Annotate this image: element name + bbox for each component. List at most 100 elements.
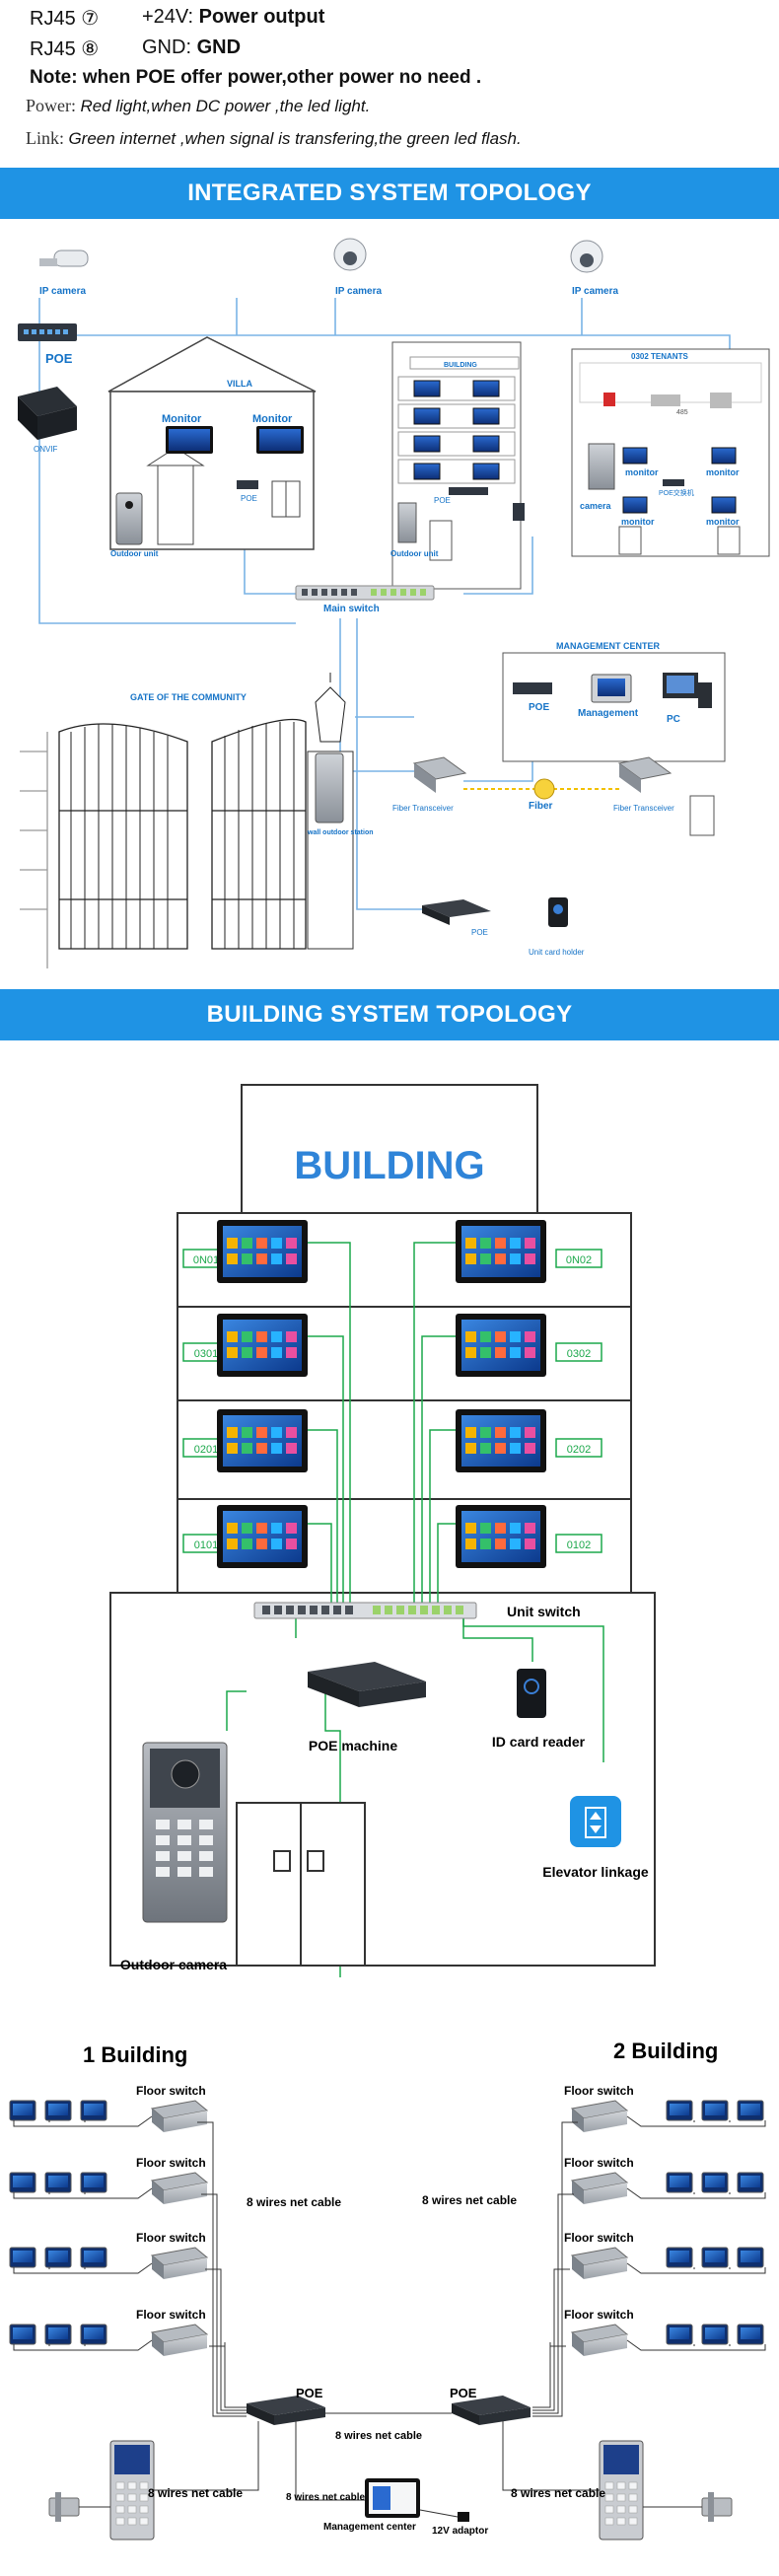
outdoor-station-left xyxy=(109,2440,155,2540)
poe-label-right: POE xyxy=(450,2386,477,2400)
floor-switch-label-left-4: Floor switch xyxy=(136,2308,206,2322)
poe-machine xyxy=(308,1662,426,1707)
floor-switch-label-right-4: Floor switch xyxy=(564,2308,634,2322)
poe-machine-label: POE machine xyxy=(309,1738,397,1753)
onvif-label: ONVIF xyxy=(34,445,58,454)
wiring-monitor-right-3-3 xyxy=(737,2247,764,2268)
building-label: BUILDING xyxy=(444,362,477,369)
ip-camera-3 xyxy=(570,240,603,273)
wiring-monitor-right-1-1 xyxy=(666,2100,693,2121)
elevator-linkage-icon xyxy=(570,1796,621,1847)
mgmt-center-label: Management center xyxy=(323,2522,416,2533)
wiring-monitor-right-1-3 xyxy=(737,2100,764,2121)
wall-outdoor-label: wall outdoor station xyxy=(307,829,374,836)
wiring-monitor-left-3-3 xyxy=(80,2247,107,2268)
pin7-value: Power output xyxy=(198,6,325,28)
bottom-poe-label: POE xyxy=(471,928,488,937)
pin7-desc: +24V: Power output xyxy=(142,6,324,29)
room-badge-right-2: 0302 xyxy=(555,1342,602,1362)
room-badge-right-1: 0N02 xyxy=(555,1249,602,1268)
tenant-monitor4-label: monitor xyxy=(706,517,740,527)
building2-title: 2 Building xyxy=(613,2039,718,2063)
floor-switch-right-4: Floor switch xyxy=(564,2308,634,2356)
floor-switch-left-2: Floor switch xyxy=(136,2156,209,2204)
tenant-camera-label: camera xyxy=(580,501,612,511)
cable-label-center: 8 wires net cable xyxy=(335,2430,422,2442)
pin8-value: GND xyxy=(196,36,242,58)
villa-poe-switch xyxy=(237,480,258,489)
outdoor-camera-label: Outdoor camera xyxy=(120,1957,227,1972)
tenant-monitor2-label: monitor xyxy=(706,467,740,477)
poe-label: POE xyxy=(45,351,73,366)
cable-label-b1: 8 wires net cable xyxy=(148,2486,243,2500)
fiber-transceiver-2 xyxy=(617,756,673,793)
camera3-label: IP camera xyxy=(572,286,619,297)
link-label: Link: xyxy=(26,128,64,148)
wiring-monitor-right-2-3 xyxy=(737,2172,764,2193)
adaptor-label: 12V adaptor xyxy=(432,2526,488,2537)
wiring-monitor-left-2-1 xyxy=(9,2172,36,2193)
indoor-monitor-right-2 xyxy=(456,1314,546,1377)
villa-outdoor-unit xyxy=(115,492,143,545)
wiring-monitor-right-2-1 xyxy=(666,2172,693,2193)
floor-switch-label-left-1: Floor switch xyxy=(136,2084,206,2098)
building-poe-label: POE xyxy=(434,496,451,505)
tenants-485-label: 485 xyxy=(676,409,688,416)
floor-switch-left-3: Floor switch xyxy=(136,2231,209,2279)
mgmt-label: Management xyxy=(578,708,639,719)
wiring-monitor-left-2-3 xyxy=(80,2172,107,2193)
integrated-topology-diagram: IP camera IP camera IP camera POE ONVIF … xyxy=(18,238,770,968)
fiber-tx2-label: Fiber Transceiver xyxy=(613,804,674,813)
power-adaptor xyxy=(458,2512,469,2522)
fiber-tx1-label: Fiber Transceiver xyxy=(392,804,454,813)
wiring-monitor-left-2-2 xyxy=(44,2172,72,2193)
bottom-poe-switch xyxy=(422,899,491,925)
floor-switch-label-right-2: Floor switch xyxy=(564,2156,634,2170)
management-monitor xyxy=(365,2478,420,2518)
pin7-label: RJ45 ⑦ xyxy=(30,8,100,30)
unit-switch xyxy=(253,1602,477,1619)
floor-switch-label-left-3: Floor switch xyxy=(136,2231,206,2245)
link-led-line: Link: Green internet ,when signal is tra… xyxy=(26,128,522,149)
floor-switch-label-left-2: Floor switch xyxy=(136,2156,206,2170)
floor-switch-right-3: Floor switch xyxy=(564,2231,634,2279)
pin8-desc-text: GND: xyxy=(142,36,197,58)
villa-monitor2-label: Monitor xyxy=(252,413,293,425)
room-label-right-1: 0N02 xyxy=(566,1254,592,1266)
tenant-monitor3-label: monitor xyxy=(621,517,655,527)
outdoor-camera-panel xyxy=(142,1742,228,1923)
room-badge-right-4: 0102 xyxy=(555,1534,602,1553)
wall-outdoor-station xyxy=(315,752,344,823)
tenant-poe-label: POE交换机 xyxy=(659,488,694,497)
wiring-monitor-left-3-1 xyxy=(9,2247,36,2268)
electric-lock-left xyxy=(48,2492,80,2522)
camera2-label: IP camera xyxy=(335,286,383,297)
wiring-monitor-left-1-1 xyxy=(9,2100,36,2121)
room-label-right-2: 0302 xyxy=(567,1348,591,1360)
card-holder-label: Unit card holder xyxy=(529,948,585,957)
villa-poe-label: POE xyxy=(241,494,257,503)
tenant-monitor1-label: monitor xyxy=(625,467,659,477)
building-block xyxy=(391,341,525,590)
villa-monitor-1 xyxy=(166,426,213,454)
floor-switch-right-2: Floor switch xyxy=(564,2156,634,2204)
unit-switch-label: Unit switch xyxy=(507,1604,581,1619)
elevator-label: Elevator linkage xyxy=(542,1864,649,1880)
wiring-monitor-right-4-1 xyxy=(666,2324,693,2345)
villa-monitor-2 xyxy=(256,426,304,454)
poe-switch-left xyxy=(247,2396,325,2425)
fiber-side-door xyxy=(689,795,715,836)
main-switch xyxy=(295,585,435,601)
floor-switch-left-1: Floor switch xyxy=(136,2084,209,2132)
fiber-label: Fiber xyxy=(529,801,553,812)
mgmt-poe-label: POE xyxy=(529,702,549,713)
mgmt-center-label: MANAGEMENT CENTER xyxy=(556,641,660,651)
wiring-monitor-right-4-2 xyxy=(701,2324,729,2345)
electric-lock-right xyxy=(701,2492,733,2522)
indoor-monitor-left-1 xyxy=(217,1220,308,1283)
onvif-nvr xyxy=(18,387,77,440)
room-label-left-3: 0201 xyxy=(194,1444,218,1456)
building-entrance-door xyxy=(236,1802,366,1967)
